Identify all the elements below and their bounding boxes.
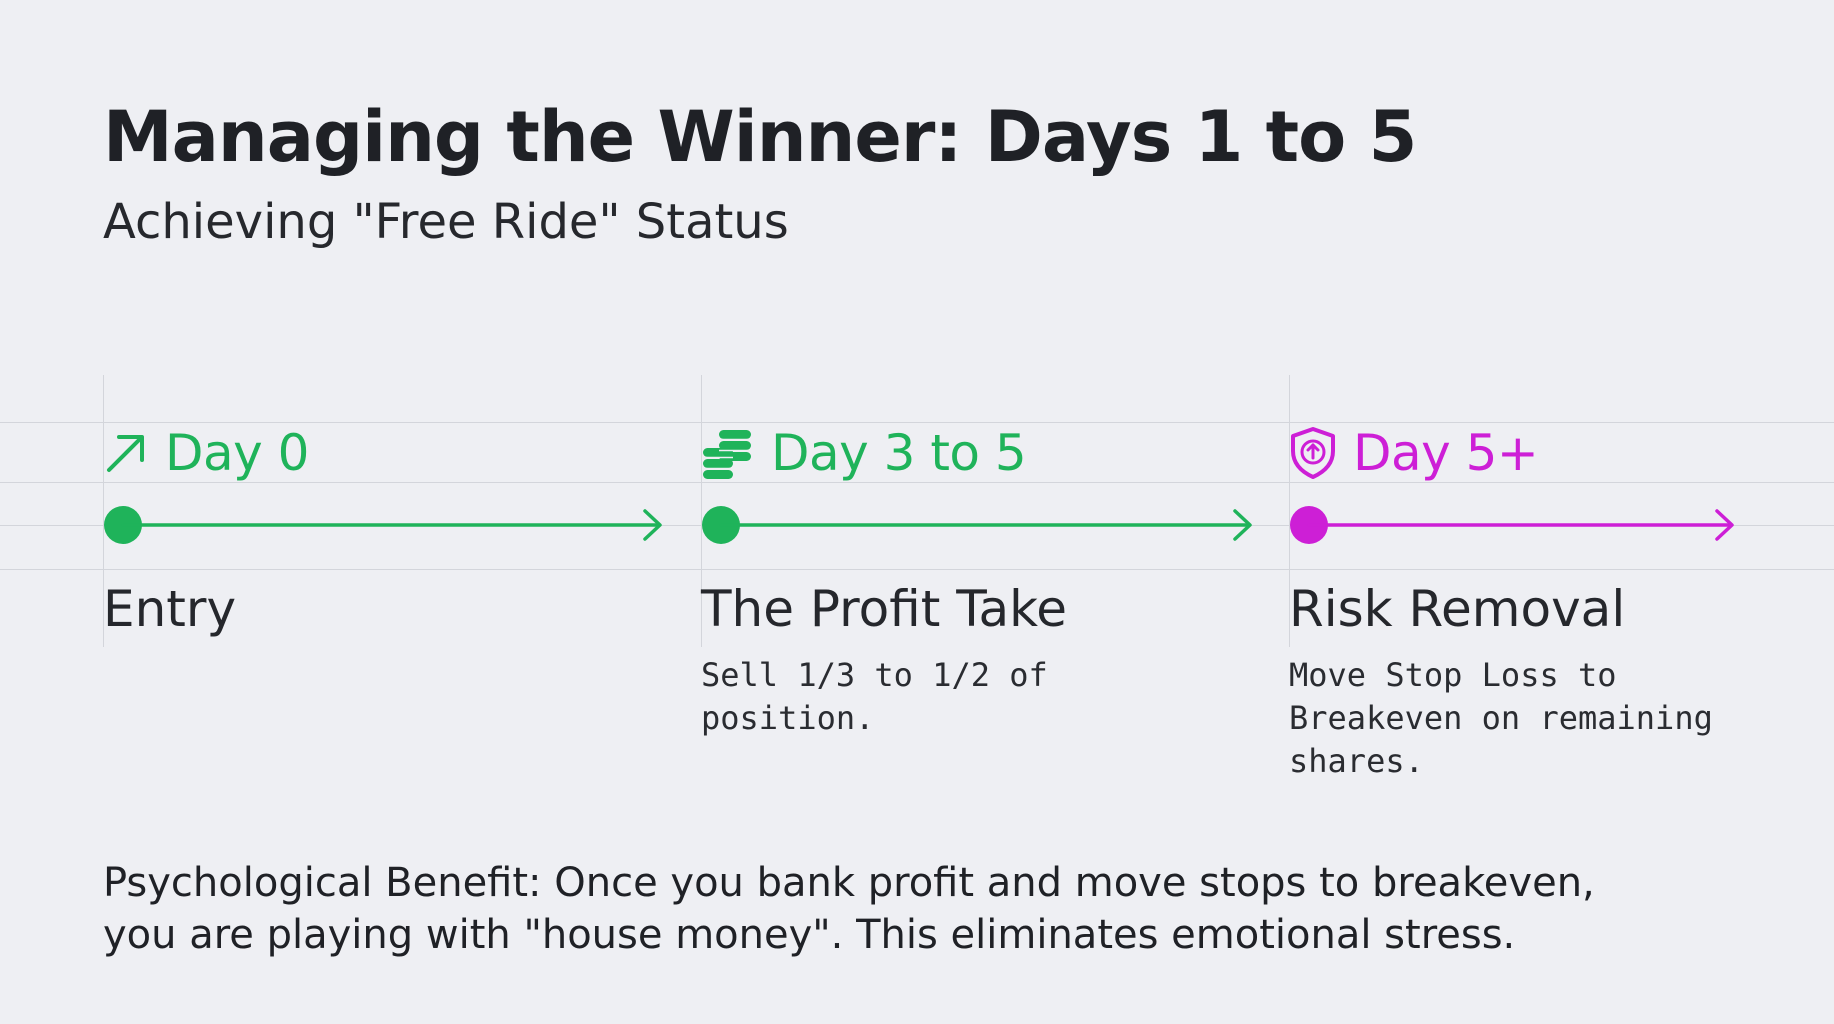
guide-line: [0, 422, 1834, 423]
stage-name: Entry: [103, 580, 237, 638]
guide-line: [103, 375, 104, 647]
stage-name: The Profit Take: [701, 580, 1068, 638]
stage-day-3-to-5-header: Day 3 to 5: [701, 420, 1027, 486]
guide-line: [0, 482, 1834, 483]
stage-description: Sell 1/3 to 1/2 of position.: [701, 656, 1048, 737]
footer-note: Psychological Benefit: Once you bank pro…: [103, 860, 1595, 958]
trend-arrow-up-right-icon: [103, 430, 149, 476]
stage-description: Move Stop Loss to Breakeven on remaining…: [1289, 656, 1713, 780]
stage-day-label: Day 3 to 5: [771, 424, 1027, 482]
stage-name: Risk Removal: [1289, 580, 1626, 638]
page-title: Managing the Winner: Days 1 to 5: [103, 96, 1417, 178]
coin-stack-icon: [701, 426, 755, 480]
stage-day-label: Day 5+: [1353, 424, 1539, 482]
shield-up-arrow-icon: [1289, 426, 1337, 480]
page-subtitle: Achieving "Free Ride" Status: [103, 194, 789, 250]
timeline-arrow-day-5-plus: [1290, 506, 1734, 544]
timeline-arrow-day-0: [104, 506, 662, 544]
guide-line: [0, 569, 1834, 570]
stage-day-5-plus-header: Day 5+: [1289, 420, 1539, 486]
stage-day-0-header: Day 0: [103, 420, 309, 486]
timeline-arrow-day-3-to-5: [702, 506, 1252, 544]
guide-line: [701, 375, 702, 647]
stage-day-label: Day 0: [165, 424, 309, 482]
guide-line: [1289, 375, 1290, 647]
